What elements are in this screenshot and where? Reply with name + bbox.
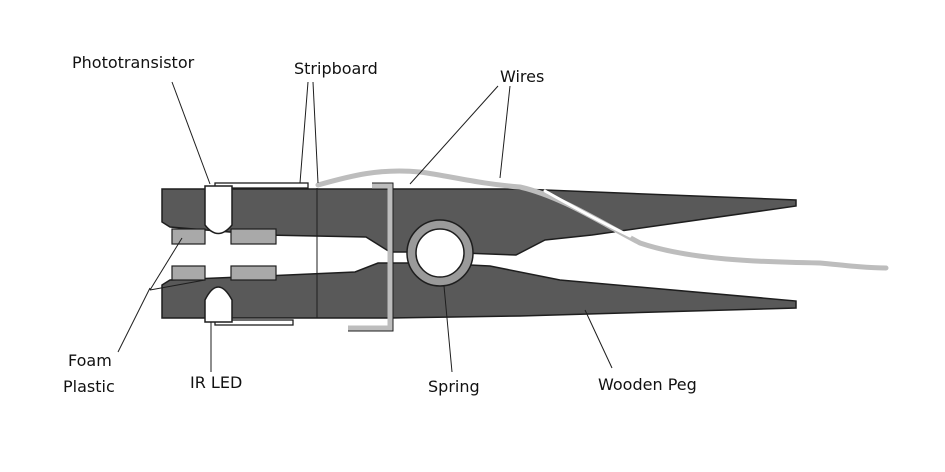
foam-pad-lower-right	[230, 265, 277, 281]
leader-lines	[117, 81, 613, 373]
upper-peg-jaw	[161, 188, 797, 256]
label-phototransistor: Phototransistor	[72, 53, 195, 72]
label-foam-line2: Plastic	[63, 377, 115, 396]
foam-pad-lower-left	[171, 265, 206, 281]
wire-bracket-outline	[348, 182, 394, 332]
lower-peg-jaw	[161, 262, 797, 319]
ir-led	[204, 286, 233, 323]
wires-branch	[543, 189, 632, 238]
label-stripboard: Stripboard	[294, 59, 378, 78]
phototransistor	[204, 185, 233, 235]
label-ir-led: IR LED	[190, 373, 242, 392]
label-foam-line1: Foam	[68, 351, 112, 370]
spring-inner	[415, 228, 465, 278]
wire-bracket	[348, 183, 393, 331]
label-spring: Spring	[428, 377, 480, 396]
foam-pad-upper-right	[230, 228, 277, 245]
label-wires: Wires	[500, 67, 544, 86]
foam-pad-upper-left	[171, 228, 206, 245]
label-wooden-peg: Wooden Peg	[598, 375, 697, 394]
